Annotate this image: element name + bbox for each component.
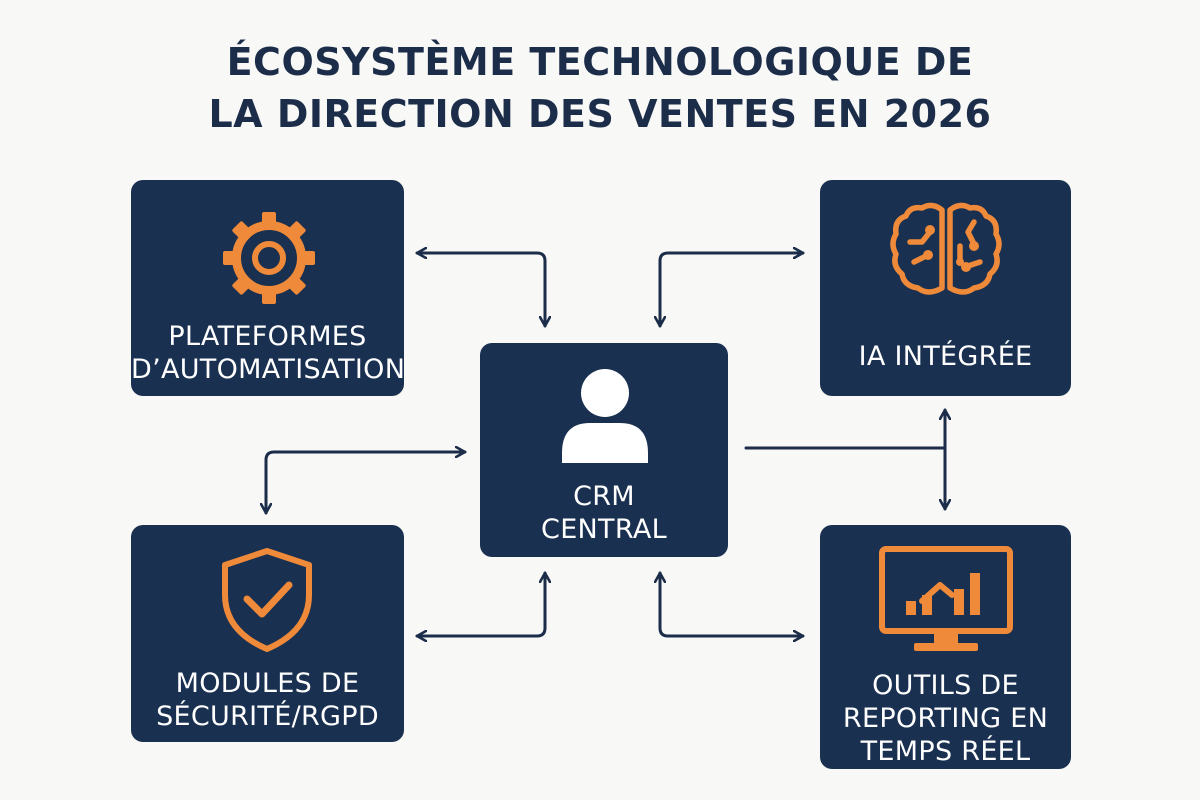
- monitor-chart-icon: [879, 546, 1013, 651]
- connector-security-crm: [415, 571, 545, 636]
- node-reporting-label: OUTILS DE REPORTING EN TEMPS RÉEL: [820, 669, 1071, 768]
- node-crm-label: CRM CENTRAL: [480, 480, 728, 546]
- node-crm-line-1: CRM: [573, 481, 635, 512]
- node-ai-label: IA INTÉGRÉE: [820, 340, 1071, 373]
- node-reporting-line-1: OUTILS DE: [872, 670, 1019, 701]
- node-realtime-reporting: OUTILS DE REPORTING EN TEMPS RÉEL: [820, 525, 1071, 769]
- node-security-line-2: SÉCURITÉ/RGPD: [156, 701, 379, 732]
- title-line-2: LA DIRECTION DES VENTES EN 2026: [208, 92, 992, 136]
- connector-automation-crm: [415, 253, 545, 328]
- connector-crm-security: [266, 452, 467, 515]
- title-line-1: ÉCOSYSTÈME TECHNOLOGIQUE DE: [226, 40, 974, 84]
- node-automation-line-2: D’AUTOMATISATION: [131, 354, 406, 385]
- shield-check-icon: [222, 548, 312, 652]
- node-ai-line-1: IA INTÉGRÉE: [858, 341, 1033, 372]
- user-icon: [562, 369, 648, 463]
- node-automation-line-1: PLATEFORMES: [168, 321, 367, 352]
- connector-crm-reporting: [660, 571, 805, 636]
- node-security-line-1: MODULES DE: [175, 668, 360, 699]
- brain-circuit-icon: [890, 202, 1002, 295]
- node-automation-platforms: PLATEFORMES D’AUTOMATISATION: [131, 180, 406, 396]
- connector-ai-crm: [660, 253, 805, 328]
- node-security-gdpr: MODULES DE SÉCURITÉ/RGPD: [131, 525, 404, 742]
- node-automation-label: PLATEFORMES D’AUTOMATISATION: [131, 320, 406, 386]
- node-security-label: MODULES DE SÉCURITÉ/RGPD: [131, 667, 404, 733]
- node-crm-line-2: CENTRAL: [541, 514, 667, 545]
- diagram-title: ÉCOSYSTÈME TECHNOLOGIQUE DE LA DIRECTION…: [0, 36, 1200, 140]
- node-central-crm: CRM CENTRAL: [480, 343, 728, 557]
- gear-icon: [223, 212, 315, 304]
- node-reporting-line-2: REPORTING EN: [842, 703, 1049, 734]
- node-reporting-line-3: TEMPS RÉEL: [860, 736, 1031, 767]
- node-integrated-ai: IA INTÉGRÉE: [820, 180, 1071, 396]
